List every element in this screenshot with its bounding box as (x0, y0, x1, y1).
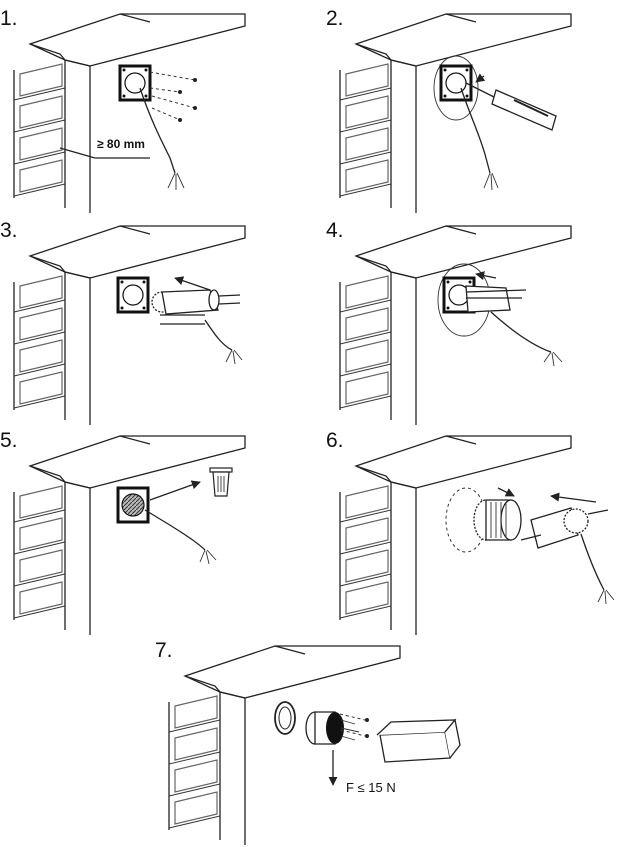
brick-wall (13, 225, 246, 426)
force-limit-label: F ≤ 15 N (346, 780, 396, 795)
cable-wires (199, 549, 217, 565)
screw-icon (178, 78, 197, 122)
step-2-panel: 2. (326, 7, 626, 214)
cable (490, 311, 552, 353)
depth-line (59, 147, 96, 159)
step-number: 6. (326, 429, 344, 452)
brick-wall (13, 13, 246, 214)
step-3-illustration (13, 225, 246, 426)
discard-arrow (149, 480, 201, 501)
rotation-guide (433, 55, 479, 121)
step-5-illustration (13, 435, 246, 636)
step-7-illustration (168, 645, 461, 846)
cable (139, 87, 176, 174)
insert-arrow (550, 492, 597, 503)
step-number: 5. (0, 429, 18, 452)
plug-icon (305, 711, 360, 745)
step-number: 2. (326, 7, 344, 30)
brick-wall (339, 225, 572, 426)
step-5-panel: 5. (0, 429, 300, 636)
mounting-plate (274, 701, 296, 735)
plug-icon (473, 499, 522, 541)
cable (144, 509, 206, 551)
step-4-panel: 4. (326, 219, 626, 426)
step-number: 7. (155, 639, 173, 662)
screwdriver-icon (465, 82, 557, 131)
cable-wires (543, 351, 563, 367)
drill-bit-icon (151, 289, 241, 325)
mounting-plate (116, 486, 150, 524)
cable-wires (225, 349, 243, 365)
cable (460, 87, 491, 174)
cable (204, 319, 233, 351)
step-3-panel: 3. (0, 219, 300, 426)
rotation-arrow (497, 487, 515, 497)
screw-icon (365, 718, 369, 738)
min-distance-label: ≥ 80 mm (97, 137, 145, 151)
trash-bin-icon (209, 467, 233, 497)
drill-bit-icon (465, 285, 527, 313)
step-number: 3. (0, 219, 18, 242)
insert-arrow (174, 276, 211, 291)
step-number: 1. (0, 7, 18, 30)
brick-wall (168, 645, 401, 846)
step-4-illustration (339, 225, 572, 426)
step-number: 4. (326, 219, 344, 242)
rotation-arrow (475, 73, 486, 83)
step-2-illustration (339, 13, 572, 214)
cable (580, 533, 605, 591)
brick-wall (13, 435, 246, 636)
drill-bit-icon (520, 507, 609, 549)
screw-guides (339, 713, 366, 737)
mounting-plate (118, 64, 152, 102)
cable-wires (597, 589, 615, 605)
rotation-arrow (475, 271, 497, 281)
step-1-illustration (13, 13, 246, 214)
step-6-panel: 6. (326, 429, 626, 636)
step-6-illustration (339, 435, 615, 636)
step-1-panel: 1. ≥ 80 mm (0, 7, 300, 214)
cable-wires (167, 172, 185, 190)
mounting-plate (116, 276, 150, 314)
cable-wires (483, 172, 499, 191)
camera-housing-icon (376, 718, 461, 763)
screw-guides (149, 71, 196, 121)
step-7-panel: 7. F ≤ 15 N (155, 639, 461, 846)
